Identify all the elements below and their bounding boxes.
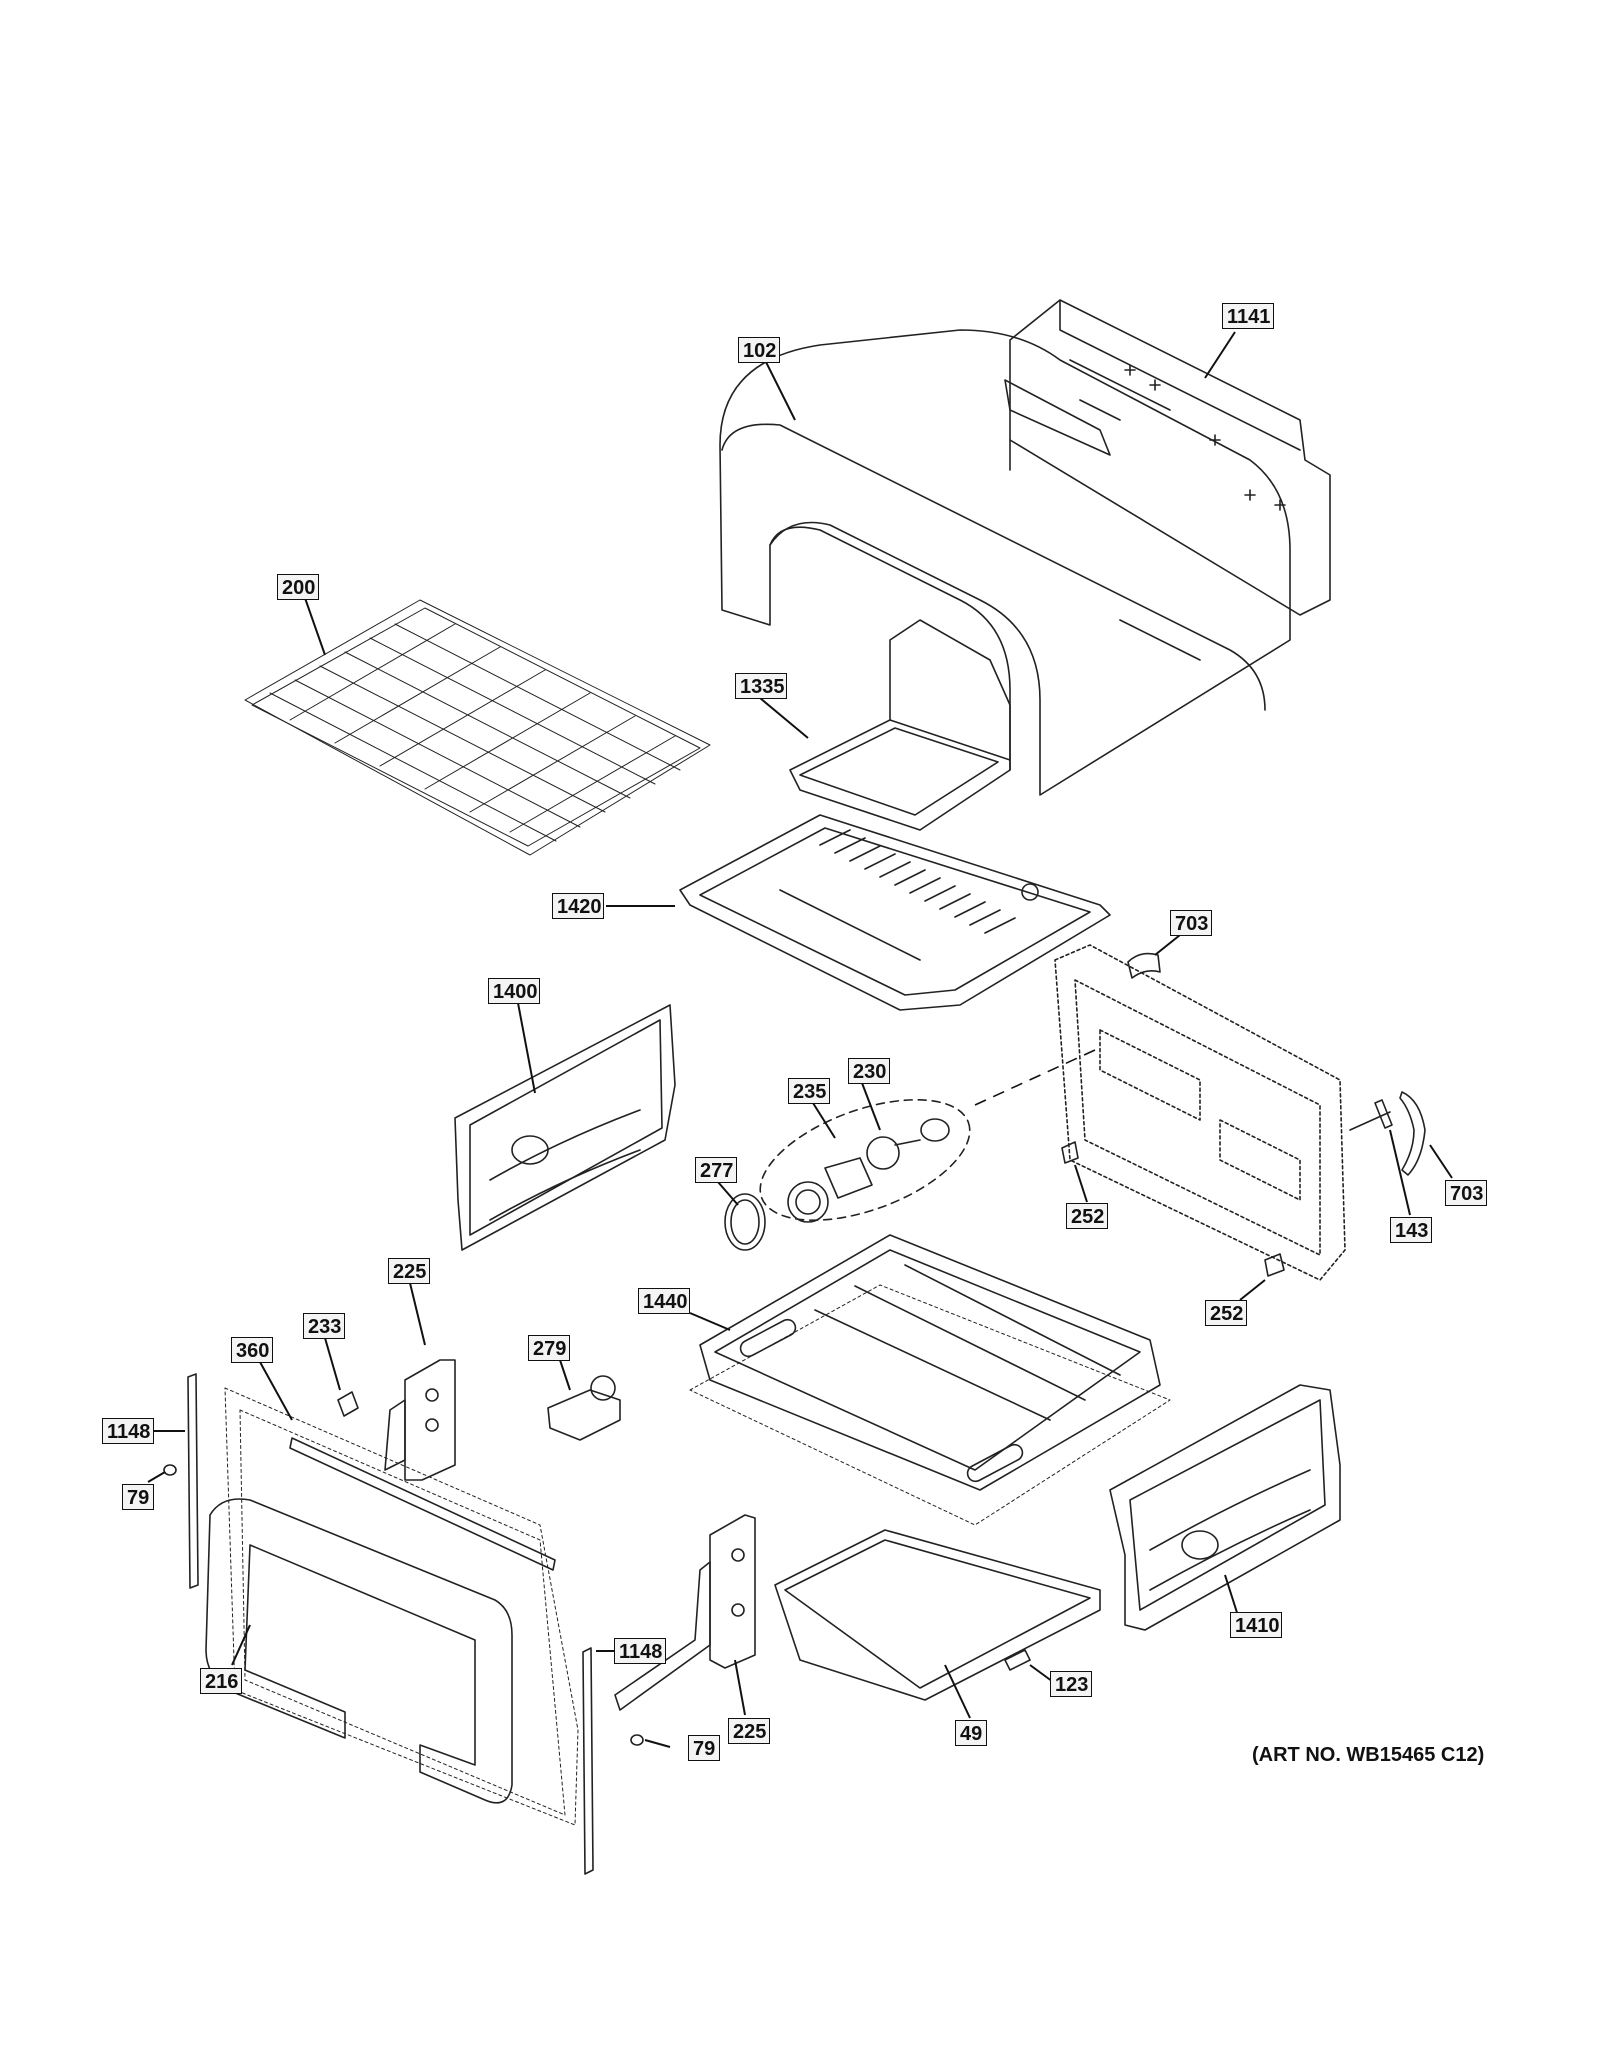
callout-235[interactable]: 235 [788,1078,830,1104]
part-79-washer-left [163,1464,177,1476]
callout-703-right[interactable]: 703 [1445,1180,1487,1206]
callout-279[interactable]: 279 [528,1335,570,1361]
callout-1440[interactable]: 1440 [638,1288,690,1314]
part-1410-right-side-panel [1109,1384,1341,1631]
part-252-bracket-upper [1061,1141,1079,1164]
part-1148-right-trim [582,1647,594,1875]
callout-49[interactable]: 49 [955,1720,987,1746]
part-360-door-rail [289,1437,556,1571]
callout-216[interactable]: 216 [200,1668,242,1694]
art-number: (ART NO. WB15465 C12) [1252,1744,1485,1766]
callout-230[interactable]: 230 [848,1058,890,1084]
part-1400-left-side-panel [454,1004,676,1251]
callout-1335[interactable]: 1335 [735,673,787,699]
light-assembly-dashed-guide [974,1049,1096,1106]
part-235-light-assembly [759,1099,971,1223]
part-rear-panel [1054,944,1346,1281]
callout-1410[interactable]: 1410 [1230,1612,1282,1638]
part-102-oven-wrapper [719,329,1291,796]
part-279-door-lock [547,1375,621,1441]
part-277-gasket [724,1193,766,1251]
part-123-bracket [1004,1649,1031,1671]
callout-1148-right[interactable]: 1148 [614,1638,666,1664]
leader-lines [147,331,1453,1748]
part-200-oven-rack [244,599,711,856]
callout-225-lower[interactable]: 225 [728,1718,770,1744]
part-1335-element-cover [789,619,1011,831]
callout-79-right[interactable]: 79 [688,1735,720,1761]
part-1420-oven-bottom [679,814,1111,1011]
callout-360[interactable]: 360 [231,1337,273,1363]
callout-233[interactable]: 233 [303,1313,345,1339]
part-225-hinge-lower [614,1514,756,1711]
callout-143[interactable]: 143 [1390,1217,1432,1243]
callout-102[interactable]: 102 [738,337,780,363]
callout-252[interactable]: 252 [1066,1203,1108,1229]
callout-1420[interactable]: 1420 [552,893,604,919]
part-1440-insulation [689,1284,1171,1526]
callout-123[interactable]: 123 [1050,1671,1092,1697]
part-703-clip-top [1127,952,1161,979]
part-143-sensor [1349,1099,1393,1131]
part-216-door-gasket [205,1498,513,1804]
callout-277[interactable]: 277 [695,1157,737,1183]
part-233-bumper [337,1391,359,1417]
callout-1141[interactable]: 1141 [1222,303,1274,329]
part-1440-bottom-cover [699,1234,1161,1491]
callout-703[interactable]: 703 [1170,910,1212,936]
callout-252-lower[interactable]: 252 [1205,1300,1247,1326]
callout-79[interactable]: 79 [122,1484,154,1510]
callout-1148[interactable]: 1148 [102,1418,154,1444]
part-703-clip-right [1399,1091,1426,1176]
part-1141-rear-insulation [1009,299,1331,616]
part-225-hinge-upper [384,1359,456,1481]
callout-225[interactable]: 225 [388,1258,430,1284]
part-252-bracket-lower [1264,1253,1285,1277]
callout-1400[interactable]: 1400 [488,978,540,1004]
part-49-bottom-shield [774,1529,1101,1701]
callout-200[interactable]: 200 [277,574,319,600]
part-79-washer-right [630,1734,644,1746]
part-360-inner-door [224,1387,579,1826]
part-1148-left-trim [187,1373,199,1589]
